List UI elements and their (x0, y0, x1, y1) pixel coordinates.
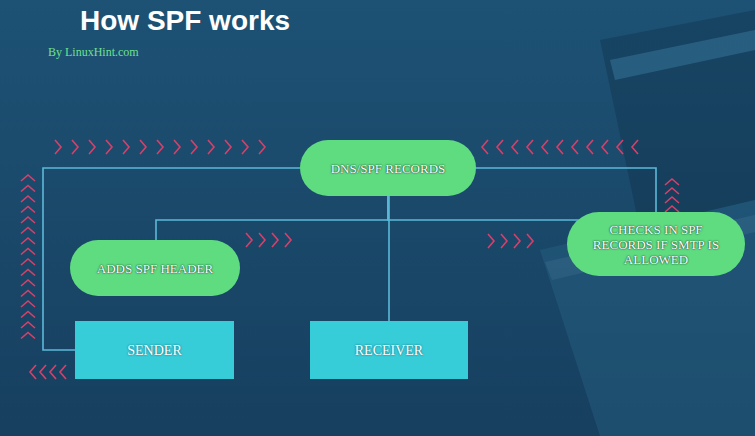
chevron-row (21, 175, 35, 339)
chevron-row (482, 140, 638, 154)
chevron-row (488, 234, 533, 248)
node-label: RECEIVER (355, 342, 423, 359)
node-content: SENDER (127, 342, 181, 359)
node-content: CHECKS IN SPF RECORDS IF SMTP IS ALLOWED (583, 222, 729, 267)
node-content: RECEIVER (355, 342, 423, 359)
process-pill: CHECKS IN SPF RECORDS IF SMTP IS ALLOWED (567, 212, 745, 276)
entity-box: RECEIVER (310, 321, 468, 379)
entity-box: SENDER (75, 321, 234, 379)
node-content: ADDS SPF HEADER (97, 261, 213, 276)
process-pill: DNS/SPF RECORDS (300, 140, 476, 196)
node-label: ADDS SPF HEADER (97, 261, 213, 276)
node-label: CHECKS IN SPF RECORDS IF SMTP IS ALLOWED (583, 222, 729, 267)
book-cover (600, 10, 755, 230)
connector (388, 196, 579, 220)
node-content: DNS/SPF RECORDS (331, 161, 446, 176)
chevron-row (665, 179, 679, 212)
title: How SPF works (80, 4, 290, 38)
node-label: DNS/SPF RECORDS (331, 161, 446, 176)
node-label: SENDER (127, 342, 181, 359)
connector (476, 168, 656, 212)
book-cover (540, 200, 755, 436)
byline: By LinuxHint.com (48, 45, 139, 59)
book-illustration (540, 10, 755, 436)
connector (156, 196, 388, 240)
process-pill: ADDS SPF HEADER (70, 240, 240, 296)
chevron-row (246, 233, 291, 247)
book-pages (610, 30, 755, 80)
chevron-row (55, 140, 265, 154)
chevron-row (30, 365, 66, 379)
